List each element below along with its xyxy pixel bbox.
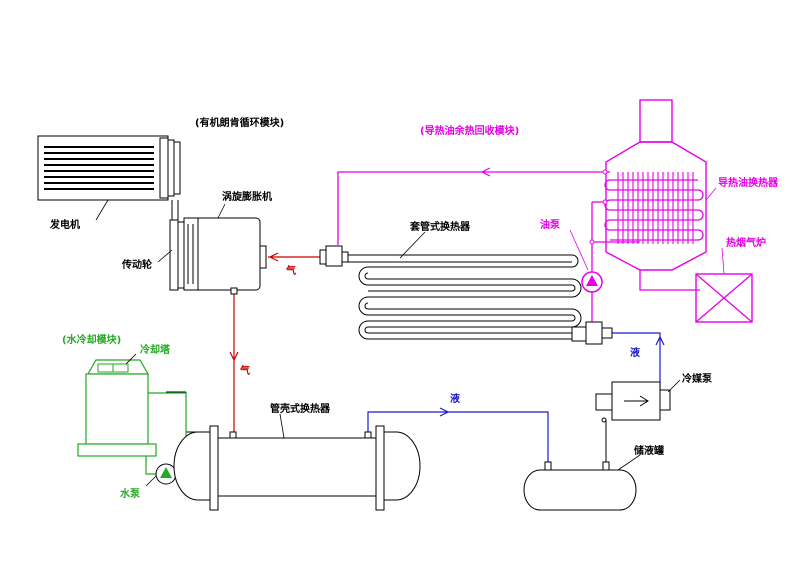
label-thermal-oil-module: (导热油余热回收模块) <box>420 124 519 137</box>
label-thermal-oil-hx: 导热油换热器 <box>718 176 779 189</box>
label-flow-liquid-1: 液 <box>450 392 460 405</box>
shell-tube-hx <box>173 425 421 511</box>
label-shell-tube-hx: 管壳式换热器 <box>270 402 331 415</box>
label-water-cooling-module: (水冷却模块) <box>62 333 121 346</box>
leader-lines <box>95 199 681 487</box>
label-oil-pump: 油泵 <box>540 218 561 231</box>
label-flue-gas-furnace: 热烟气炉 <box>726 236 766 249</box>
leader-lines-magenta <box>569 187 725 275</box>
label-flow-gas-2: 气 <box>239 364 250 377</box>
label-transmission-wheel: 传动轮 <box>121 258 152 271</box>
cooling-tower <box>77 359 157 457</box>
label-flow-gas-1: 气 <box>285 264 296 277</box>
refrigerant-pump <box>595 381 671 423</box>
vapor-pipes <box>229 252 320 432</box>
label-generator: 发电机 <box>49 218 80 231</box>
label-tube-in-tube-hx: 套管式换热器 <box>409 220 471 233</box>
transmission-wheel <box>169 200 185 291</box>
liquid-pipes <box>367 332 665 462</box>
label-liquid-tank: 储液罐 <box>633 444 664 457</box>
water-pump <box>155 463 177 485</box>
label-refrigerant-pump: 冷媒泵 <box>682 372 713 385</box>
liquid-tank <box>523 461 637 511</box>
label-flow-liquid-2: 液 <box>630 346 640 359</box>
scroll-expander <box>183 217 267 295</box>
thermal-oil-pipes <box>337 167 700 322</box>
thermal-oil-hx <box>589 99 707 271</box>
label-scroll-expander: 涡旋膨胀机 <box>222 190 272 203</box>
label-organic-rankine-module: (有机朗肯循环模块) <box>195 116 284 129</box>
generator <box>37 135 181 201</box>
tube-in-tube-hx <box>319 245 613 345</box>
label-water-pump: 水泵 <box>119 487 141 500</box>
flue-gas-furnace <box>695 273 753 323</box>
label-cooling-tower: 冷却塔 <box>140 343 171 356</box>
oil-pump <box>581 271 603 293</box>
